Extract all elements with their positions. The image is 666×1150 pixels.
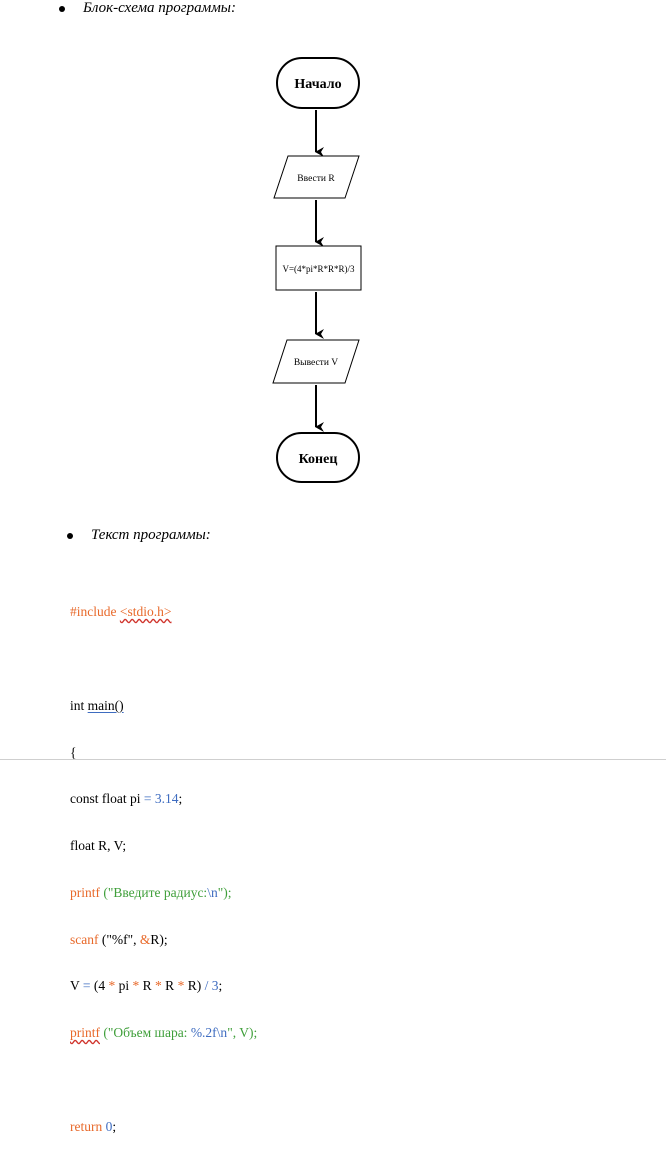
- code-line-include: #include <stdio.h>: [70, 604, 257, 620]
- code-text: (4: [90, 978, 109, 994]
- code-escape: %.2f\n: [190, 1025, 228, 1041]
- code-text: const float pi: [70, 791, 144, 807]
- code-text: R: [139, 978, 156, 994]
- flowchart-heading-text: Блок-схема программы:: [83, 0, 236, 16]
- code-blank-line: [70, 1072, 257, 1088]
- code-line-open-brace: {: [70, 745, 257, 761]
- code-literal: 0: [102, 1118, 113, 1134]
- output-parallelogram: [272, 339, 360, 384]
- main-function-name: main(): [87, 697, 124, 713]
- code-line-volume: V = (4 * pi * R * R * R) / 3;: [70, 978, 257, 994]
- code-operator: =: [82, 978, 91, 994]
- code-string: ", V);: [227, 1025, 258, 1041]
- page-bottom-divider: [0, 759, 666, 760]
- start-terminator: [276, 57, 360, 109]
- code-line-scanf: scanf ("%f", &R);: [70, 932, 257, 948]
- code-text: R): [184, 978, 205, 994]
- process-label: V=(4*pi*R*R*R)/3: [282, 264, 355, 274]
- code-text: R);: [150, 931, 168, 947]
- input-parallelogram: [273, 155, 360, 199]
- code-escape: \n: [207, 884, 218, 900]
- flowchart-heading: Блок-схема программы:: [59, 0, 236, 17]
- code-operator: *: [177, 978, 185, 994]
- code-string: ("Объем шара:: [100, 1025, 191, 1041]
- open-brace: {: [70, 744, 77, 760]
- code-string: ("Введите радиус:: [100, 884, 208, 900]
- flowchart-diagram: Начало Ввести R V=(4*pi*R*R*R)/3 Вывести…: [272, 57, 362, 483]
- printf-keyword: printf: [70, 884, 100, 900]
- include-file: <stdio.h>: [119, 604, 172, 620]
- bullet-icon: [67, 532, 73, 539]
- process-rectangle: [275, 245, 362, 291]
- bullet-icon: [59, 5, 65, 12]
- program-text-heading: Текст программы:: [67, 527, 211, 544]
- code-blank-line: [70, 651, 257, 667]
- code-literal: = 3.14: [143, 791, 179, 807]
- code-text: R: [161, 978, 178, 994]
- input-label: Ввести R: [297, 174, 335, 184]
- code-string: ");: [217, 884, 232, 900]
- output-label: Вывести V: [294, 358, 338, 368]
- code-operator: *: [155, 978, 162, 994]
- scanf-keyword: scanf: [70, 931, 99, 947]
- program-code: #include <stdio.h> int main() { const fl…: [70, 573, 257, 1150]
- code-line-return: return 0;: [70, 1119, 257, 1135]
- end-terminator: [276, 432, 360, 483]
- code-line-main: int main(): [70, 698, 257, 714]
- program-text-heading-text: Текст программы:: [91, 527, 211, 543]
- code-text: ;: [178, 791, 183, 807]
- code-text: ("%f",: [98, 931, 140, 947]
- include-directive: #include: [70, 604, 117, 620]
- code-line-float: float R, V;: [70, 838, 257, 854]
- code-ampersand: &: [139, 931, 151, 947]
- int-keyword: int: [70, 697, 88, 713]
- end-label: Конец: [299, 452, 338, 467]
- code-operator: *: [132, 978, 140, 994]
- code-text: float R, V;: [70, 838, 127, 854]
- code-operator: *: [108, 978, 116, 994]
- return-keyword: return: [70, 1118, 103, 1134]
- code-text: ;: [112, 1118, 117, 1134]
- code-text: pi: [115, 978, 133, 994]
- code-literal: / 3: [204, 978, 219, 994]
- code-text: V: [70, 978, 83, 994]
- code-line-printf-output: printf ("Объем шара: %.2f\n", V);: [70, 1025, 257, 1041]
- code-text: ;: [218, 978, 223, 994]
- printf-keyword: printf: [70, 1025, 100, 1041]
- start-label: Начало: [294, 77, 341, 92]
- code-line-const: const float pi = 3.14;: [70, 791, 257, 807]
- code-line-printf-input: printf ("Введите радиус:\n");: [70, 885, 257, 901]
